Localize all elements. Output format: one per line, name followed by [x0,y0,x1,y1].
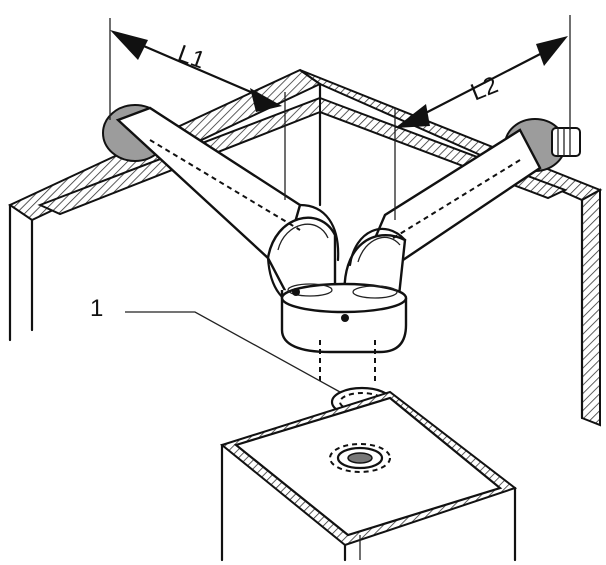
l2-arrow-right [536,36,568,66]
label-item-1: 1 [90,295,103,322]
l1-arrow-left [110,30,148,60]
l1-arrow-right [250,88,282,112]
label-l1: L1 [174,40,208,75]
dimension-lines [109,15,571,393]
flue-adapter [280,282,408,354]
left-pipe [115,106,340,307]
l2-arrow-left [395,104,430,128]
boiler-unit [219,390,518,562]
